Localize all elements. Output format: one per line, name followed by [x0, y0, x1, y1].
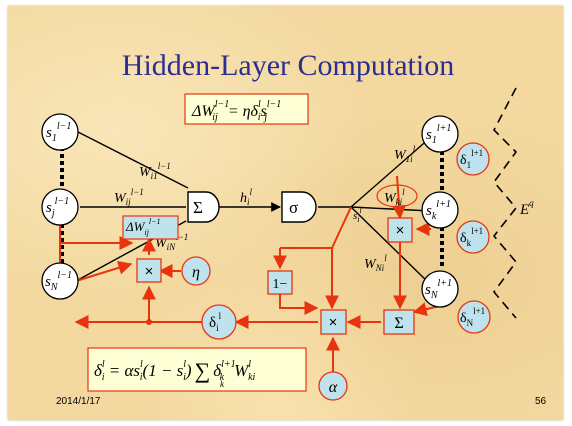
formula-d-sub: i	[258, 112, 261, 123]
svg-text:skl+1: skl+1	[426, 199, 451, 222]
svg-text:k: k	[220, 379, 225, 389]
formula-lhs-sup: l−1	[215, 99, 230, 110]
activation-unit: σ	[281, 191, 317, 223]
node-s1-prev: s1l−1	[41, 113, 79, 151]
dotted-separators	[60, 147, 444, 269]
label-w-ki: Wkil	[376, 184, 418, 208]
formula-s: s	[261, 103, 267, 120]
svg-text:sNl−1: sNl−1	[45, 270, 72, 293]
one-minus-box: 1−	[267, 270, 293, 295]
svg-text:Eq: Eq	[519, 198, 534, 218]
label-w-1i: W1il	[394, 144, 416, 164]
alpha-constant: α	[318, 371, 348, 401]
delta-i: δil	[201, 304, 237, 340]
label-w-ij: Wijl−1	[114, 187, 144, 207]
node-sN-next: sNl+1	[421, 270, 459, 308]
label-h-i: hil	[240, 187, 253, 207]
svg-text:s1l−1: s1l−1	[46, 121, 71, 144]
formula-lhs: ΔW	[191, 103, 216, 120]
svg-text:Σ: Σ	[193, 198, 203, 217]
node-sk-next: skl+1	[421, 191, 459, 229]
formula-eq: = ηδ	[224, 103, 259, 120]
svg-text:δkl+1: δkl+1	[460, 226, 483, 248]
eta-constant: η	[181, 256, 211, 286]
sum-box-bottom: Σ	[383, 309, 415, 335]
svg-text:α: α	[329, 379, 338, 396]
formula-d-sup: l	[258, 99, 261, 110]
svg-text:W1il: W1il	[394, 144, 416, 164]
svg-text:WNil: WNil	[364, 253, 387, 273]
svg-text:sNl+1: sNl+1	[425, 278, 452, 301]
svg-text:δil: δil	[209, 311, 222, 333]
delta-w-box: ΔWijl−1	[122, 215, 179, 240]
node-sN-prev: sNl−1	[41, 262, 79, 300]
page-title: Hidden-Layer Computation	[122, 49, 454, 82]
svg-text:×: ×	[396, 222, 405, 239]
svg-text:σ: σ	[289, 198, 298, 217]
multiply-box-left: ×	[136, 258, 162, 283]
svg-text:sil: sil	[353, 206, 363, 224]
delta-N-next: δNl+1	[457, 300, 491, 334]
svg-text:×: ×	[329, 314, 338, 331]
svg-text:Wi1l−1: Wi1l−1	[139, 161, 171, 181]
svg-text:η: η	[192, 264, 200, 281]
label-w-i1: Wi1l−1	[139, 161, 171, 181]
multiply-box-middle: ×	[320, 309, 347, 335]
formula-s-sup: l−1	[267, 99, 282, 110]
svg-text:1−: 1−	[273, 277, 288, 292]
svg-text:hil: hil	[240, 187, 253, 207]
svg-text:ΔWijl−1: ΔWijl−1	[125, 217, 161, 237]
svg-text:δ1l+1: δ1l+1	[460, 148, 483, 170]
node-s1-next: s1l+1	[421, 115, 459, 153]
formula-lhs-sub: ij	[212, 112, 218, 123]
node-sj-prev: sjl−1	[41, 188, 79, 226]
svg-text:Wkil: Wkil	[384, 187, 405, 207]
slide-number: 56	[535, 396, 547, 407]
svg-text:Wijl−1: Wijl−1	[114, 187, 144, 207]
label-w-iN: WiNl−1	[155, 232, 188, 252]
delta-1-next: δ1l+1	[456, 142, 490, 176]
label-error: Eq	[519, 198, 534, 218]
label-s-i: sil	[353, 206, 363, 224]
error-boundary	[492, 87, 518, 319]
multiply-box-right: ×	[387, 217, 413, 243]
svg-text:×: ×	[145, 263, 154, 280]
red-flows	[59, 175, 445, 372]
label-w-Ni: WNil	[364, 253, 387, 273]
formula-s-sub: j	[262, 112, 267, 123]
svg-text:Σ: Σ	[394, 315, 403, 332]
svg-text:sjl−1: sjl−1	[46, 196, 69, 219]
svg-text:s1l+1: s1l+1	[426, 123, 451, 146]
slide-date: 2014/1/17	[56, 396, 101, 407]
junction-dot	[146, 319, 152, 325]
svg-text:WiNl−1: WiNl−1	[155, 232, 188, 252]
sum-unit: Σ	[187, 191, 220, 223]
svg-text:δNl+1: δNl+1	[460, 306, 485, 328]
delta-k-next: δkl+1	[456, 220, 490, 254]
